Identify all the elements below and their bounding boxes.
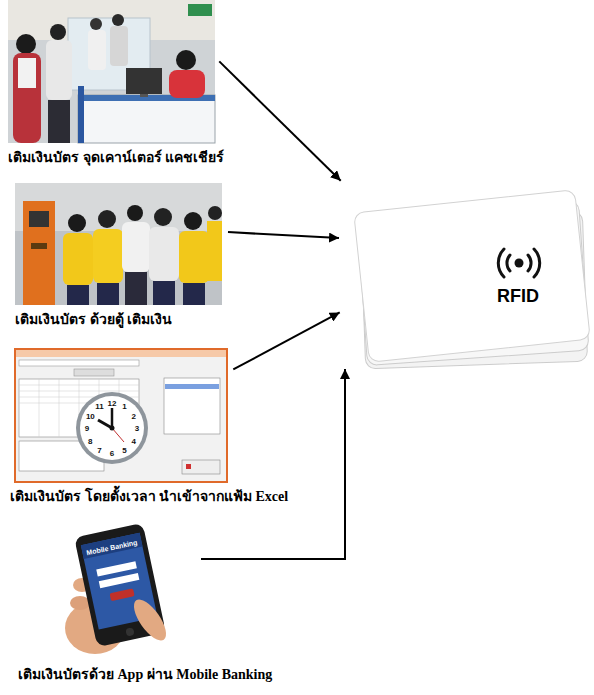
arrow-connector [201, 369, 345, 559]
rfid-card-stack [354, 190, 590, 369]
caption: เติมเงินบัตร จุดเคาน์เตอร์ แคชเชียร์ [8, 150, 224, 166]
clock-numeral: 7 [97, 445, 101, 454]
photo-node: เติมเงินบัตร จุดเคาน์เตอร์ แคชเชียร์ [8, 0, 215, 143]
clock-numeral: 3 [135, 424, 139, 433]
clock-numeral: 11 [95, 402, 103, 411]
counter-photo [8, 0, 215, 143]
caption: เติมเงินบัตร โดยตั้งเวลา นำเข้าจากแฟ้ม E… [10, 489, 288, 505]
text: เติมเงินบัตรด้วย App ผ่าน Mobile Banking [18, 667, 272, 682]
kiosk-photo [15, 183, 222, 305]
arrow-connector [228, 232, 339, 238]
screen-title: Mobile Banking [86, 539, 138, 558]
clock-numeral: 6 [110, 449, 114, 458]
card-label: RFID [497, 286, 539, 306]
caption: เติมเงินบัตรด้วย App ผ่าน Mobile Banking [18, 667, 272, 683]
arrow-connector [233, 312, 339, 369]
photo-node: เติมเงินบัตร ด้วยตู้ เติมเงิน [15, 183, 222, 305]
text: RFID [497, 286, 539, 306]
clock-numeral: 9 [85, 424, 89, 433]
text: เติมเงินบัตร โดยตั้งเวลา นำเข้าจากแฟ้ม E… [10, 489, 288, 504]
software-screenshot [15, 349, 227, 482]
rfid-card: RFID [345, 185, 592, 363]
caption: เติมเงินบัตร ด้วยตู้ เติมเงิน [15, 312, 172, 328]
phone-photo [65, 523, 172, 654]
arrow-connector [219, 61, 340, 180]
clock-numeral: 5 [122, 445, 126, 454]
photo-node: เติมเงินบัตร โดยตั้งเวลา นำเข้าจากแฟ้ม E… [14, 348, 228, 483]
clock-numeral: 10 [86, 411, 95, 420]
clock-numeral: 1 [122, 402, 126, 411]
text: เติมเงินบัตร ด้วยตู้ เติมเงิน [15, 312, 172, 327]
clock-numeral: 8 [88, 436, 92, 445]
text: เติมเงินบัตร จุดเคาน์เตอร์ แคชเชียร์ [8, 150, 224, 165]
clock-numeral: 12 [108, 399, 117, 408]
clock-numeral: 4 [131, 436, 135, 445]
clock-numeral: 2 [131, 411, 135, 420]
